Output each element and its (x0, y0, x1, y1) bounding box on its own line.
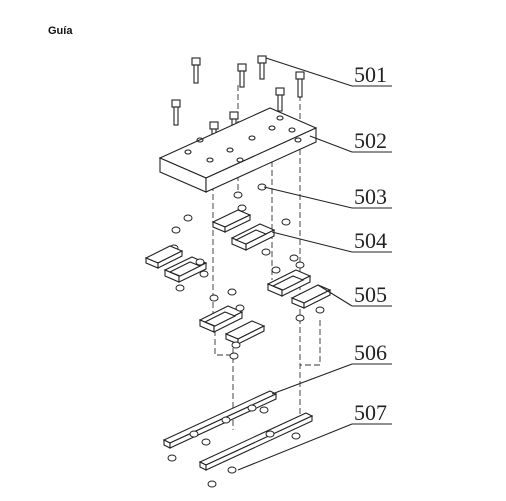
clamp-block (144, 245, 184, 269)
bolt (257, 55, 267, 80)
bolt (237, 63, 247, 88)
clamp-block (290, 284, 332, 309)
bottom-strip-506 (162, 390, 278, 449)
page-heading: Guía (48, 25, 73, 37)
callout-503: 503 (354, 184, 387, 209)
bolt (295, 71, 305, 98)
bolt (171, 99, 181, 126)
bottom-strip-507 (167, 412, 314, 488)
callout-507: 507 (354, 400, 387, 425)
clamp-block (266, 269, 312, 297)
bolt (191, 57, 201, 84)
clamp-block (211, 209, 252, 233)
clamp-block (224, 320, 266, 345)
callout-501: 501 (354, 62, 387, 87)
clamp-blocks-505 (198, 261, 332, 360)
callout-504: 504 (354, 228, 387, 253)
clamp-block (230, 223, 276, 251)
callout-502: 502 (354, 128, 387, 153)
clamp-block (198, 305, 244, 333)
top-plate-502 (158, 107, 318, 193)
leader-lines (237, 57, 392, 471)
callout-505: 505 (354, 282, 387, 307)
plate-holes (184, 115, 302, 163)
bolts-501 (171, 55, 305, 148)
bolt (275, 87, 285, 112)
callout-506: 506 (354, 340, 387, 365)
callout-labels: 501 502 503 504 505 506 507 (354, 62, 387, 425)
clamp-blocks-504 (144, 209, 299, 292)
